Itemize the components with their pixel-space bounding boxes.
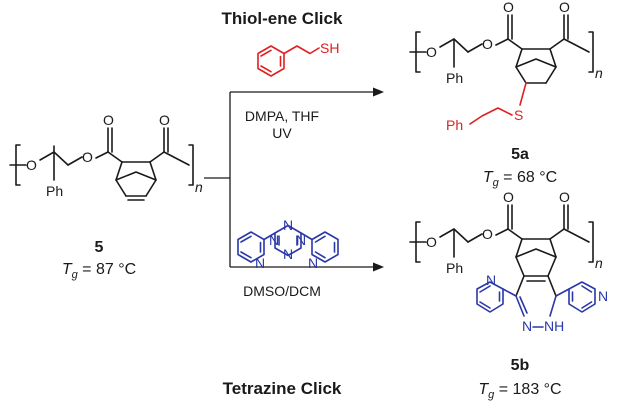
svg-text:n: n <box>195 179 203 195</box>
right-pyridine-n: N <box>308 255 318 271</box>
svg-text:O: O <box>103 112 114 128</box>
phenylethanethiol-reagent: SH <box>257 40 339 77</box>
svg-text:n: n <box>595 255 603 271</box>
svg-text:N: N <box>296 232 306 248</box>
dipyridyl-tetrazine-reagent: N N N N N N <box>237 217 339 271</box>
top-condition-2: UV <box>272 125 292 141</box>
thiol-sh-label: SH <box>320 40 339 56</box>
svg-text:O: O <box>426 234 437 250</box>
svg-text:N: N <box>269 232 279 248</box>
svg-text:O: O <box>82 149 93 165</box>
svg-text:O: O <box>559 189 570 205</box>
compound-5a-tg: Tg = 68 °C <box>483 169 557 189</box>
compound-5b-tg: Tg = 183 °C <box>478 381 561 401</box>
svg-text:N: N <box>283 217 293 233</box>
ring-nh: NH <box>544 318 564 334</box>
compound-5a-label: 5a <box>511 146 529 163</box>
thiol-ene-title: Thiol-ene Click <box>222 9 343 28</box>
tetrazine-title: Tetrazine Click <box>223 379 342 398</box>
svg-text:Ph: Ph <box>446 260 463 276</box>
thioether-sulfur: S <box>514 107 523 123</box>
svg-text:N: N <box>283 246 293 262</box>
top-condition-1: DMPA, THF <box>245 108 319 124</box>
polymer-5-structure: O Ph O O O n <box>9 112 203 201</box>
chain-oxygen: O <box>26 157 37 173</box>
compound-5-tg: Tg = 87 °C <box>62 261 136 281</box>
compound-5b-label: 5b <box>511 357 530 374</box>
polymer-5b-structure: O Ph O O O n N NH <box>409 189 608 334</box>
svg-text:O: O <box>482 36 493 52</box>
svg-text:Ph: Ph <box>46 183 63 199</box>
left-pyridine-n-5b: N <box>486 272 496 288</box>
svg-text:O: O <box>503 189 514 205</box>
reaction-arrows <box>204 87 384 272</box>
svg-text:O: O <box>559 0 570 15</box>
right-pyridine-n-5b: N <box>598 288 608 304</box>
svg-text:O: O <box>426 44 437 60</box>
polymer-5a-structure: O Ph O O O n S Ph <box>409 0 603 133</box>
svg-text:Ph: Ph <box>446 70 463 86</box>
bottom-condition: DMSO/DCM <box>243 283 321 299</box>
svg-text:O: O <box>503 0 514 15</box>
svg-text:O: O <box>159 112 170 128</box>
left-pyridine-n: N <box>255 255 265 271</box>
side-chain-phenyl: Ph <box>446 117 463 133</box>
svg-text:n: n <box>595 65 603 81</box>
compound-5-label: 5 <box>95 239 104 256</box>
svg-text:O: O <box>482 226 493 242</box>
ring-n: N <box>522 318 532 334</box>
